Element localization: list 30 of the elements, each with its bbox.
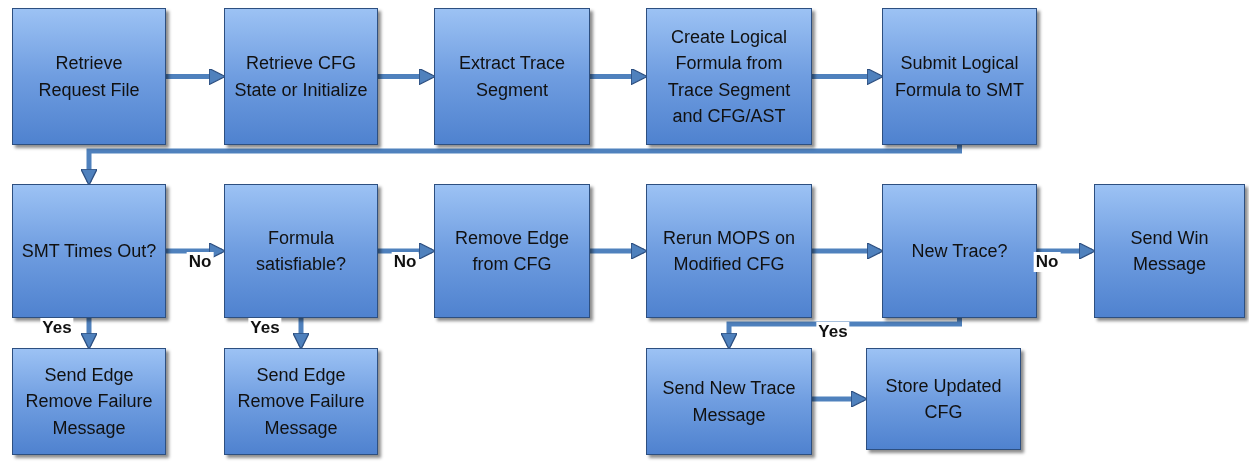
process-box: Send Edge Remove Failure Message bbox=[12, 348, 166, 455]
arrow bbox=[292, 318, 310, 350]
process-box: Formula satisfiable? bbox=[224, 184, 378, 318]
arrow bbox=[378, 67, 436, 86]
arrow bbox=[720, 318, 962, 350]
arrow bbox=[1037, 242, 1096, 260]
arrow bbox=[166, 67, 226, 86]
process-box: Send Win Message bbox=[1094, 184, 1245, 318]
process-box: Send Edge Remove Failure Message bbox=[224, 348, 378, 455]
process-box: New Trace? bbox=[882, 184, 1037, 318]
process-box: Send New Trace Message bbox=[646, 348, 812, 455]
process-box: Remove Edge from CFG bbox=[434, 184, 590, 318]
arrow bbox=[590, 242, 648, 260]
process-box: Submit Logical Formula to SMT bbox=[882, 8, 1037, 145]
arrow bbox=[812, 242, 884, 260]
arrow bbox=[378, 242, 436, 260]
process-box: Create Logical Formula from Trace Segment and CFG/AST bbox=[646, 8, 812, 145]
process-box: SMT Times Out? bbox=[12, 184, 166, 318]
arrow bbox=[80, 318, 98, 350]
arrow bbox=[812, 390, 868, 408]
process-box: Rerun MOPS on Modified CFG bbox=[646, 184, 812, 318]
arrow bbox=[80, 143, 962, 186]
process-box: Retrieve Request File bbox=[12, 8, 166, 145]
edge-label: No bbox=[1033, 252, 1061, 272]
process-box: Retrieve CFG State or Initialize bbox=[224, 8, 378, 145]
arrow bbox=[166, 242, 226, 260]
process-box: Store Updated CFG bbox=[866, 348, 1021, 450]
arrow bbox=[590, 67, 648, 86]
process-box: Extract Trace Segment bbox=[434, 8, 590, 145]
arrow bbox=[812, 67, 884, 86]
